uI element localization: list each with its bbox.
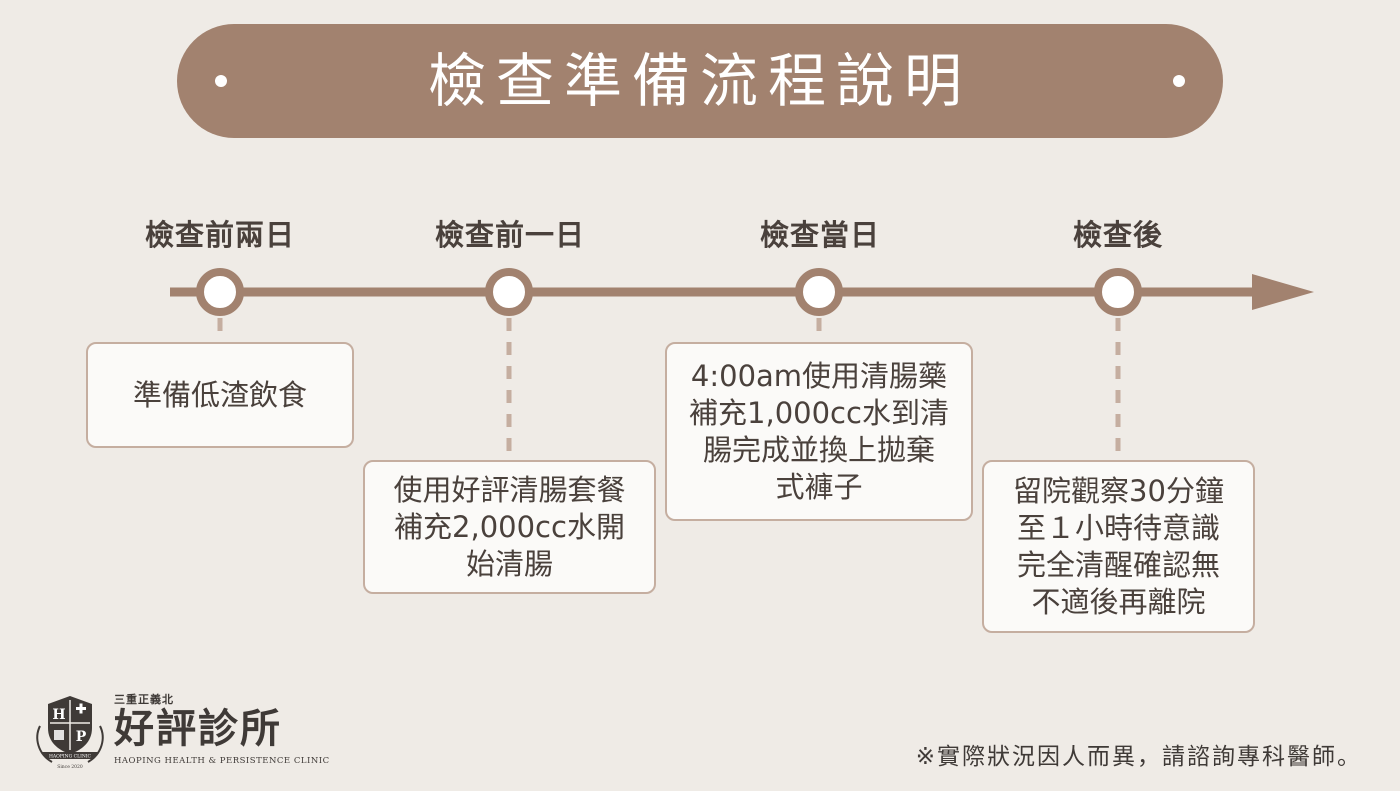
title-dot-right [1173, 75, 1185, 87]
card-1-line-1: 準備低渣飲食 [132, 377, 307, 412]
crest-letter-h: H [52, 707, 65, 723]
crest-since-text: Since 2020 [57, 764, 83, 770]
stage-label-1: 檢查前兩日 [144, 218, 295, 252]
stage-label-2: 檢查前一日 [434, 218, 585, 252]
stage-node-3 [795, 268, 843, 316]
stage-node-4 [1094, 268, 1142, 316]
stage-card-1: 準備低渣飲食 [86, 342, 354, 448]
page-title: 檢查準備流程說明 [427, 47, 972, 115]
timeline-arrowhead [1252, 274, 1314, 310]
connectors [217, 318, 1121, 461]
card-3-line-3: 腸完成並換上拋棄 [702, 432, 935, 467]
crest-ribbon-text: HAOPING CLINIC [49, 754, 92, 760]
card-4-line-1: 留院觀察30分鐘 [1013, 473, 1224, 508]
stage-label-4: 檢查後 [1072, 218, 1163, 252]
clinic-name: 好評診所 [114, 706, 282, 752]
stage-card-3: 4:00am使用清腸藥 補充1,000cc水到清 腸完成並換上拋棄 式褲子 [665, 342, 973, 521]
clinic-region: 三重正義北 [114, 693, 174, 706]
stage-card-2: 使用好評清腸套餐 補充2,000cc水開 始清腸 [363, 460, 656, 594]
card-4-line-4: 不適後再離院 [1031, 584, 1206, 619]
clinic-english-name: HAOPING HEALTH & PERSISTENCE CLINIC [114, 756, 330, 766]
title-dot-left [215, 75, 227, 87]
card-3-line-4: 式褲子 [775, 469, 863, 504]
card-4-line-3: 完全清醒確認無 [1016, 547, 1220, 582]
title-banner: 檢查準備流程說明 [177, 24, 1223, 138]
card-2-line-1: 使用好評清腸套餐 [393, 472, 626, 507]
card-3-line-1: 4:00am使用清腸藥 [690, 358, 948, 393]
card-3-line-2: 補充1,000cc水到清 [689, 395, 949, 430]
stage-node-1 [196, 268, 244, 316]
clinic-logo: H P HAOPING CLINIC Since 2020 三重正義北 好評診所… [32, 692, 329, 772]
stage-node-2 [485, 268, 533, 316]
card-2-line-3: 始清腸 [465, 546, 553, 581]
card-2-line-2: 補充2,000cc水開 [394, 509, 625, 544]
footnote: ※實際狀況因人而異，請諮詢專科醫師。 [915, 744, 1362, 770]
crest-icon: H P HAOPING CLINIC Since 2020 [36, 696, 104, 770]
stage-label-3: 檢查當日 [759, 218, 880, 252]
stage-card-4: 留院觀察30分鐘 至１小時待意識 完全清醒確認無 不適後再離院 [982, 460, 1255, 633]
card-4-line-2: 至１小時待意識 [1016, 510, 1220, 545]
crest-letter-p: P [76, 729, 87, 745]
